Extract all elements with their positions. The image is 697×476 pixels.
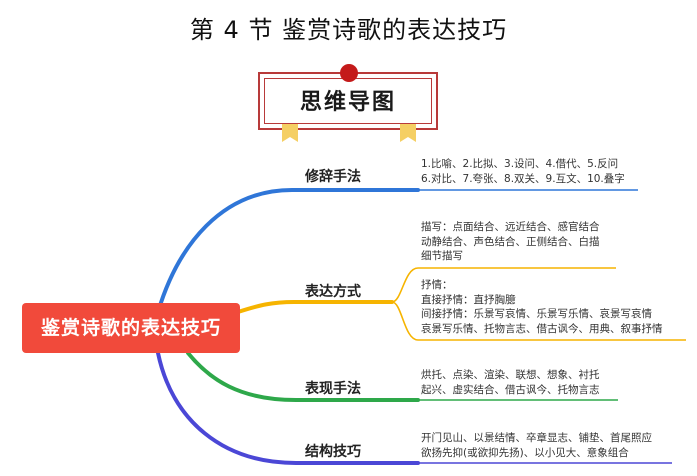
branch-expression-lyric: 抒情： 直接抒情：直抒胸臆 间接抒情：乐景写哀情、乐景写乐情、哀景写哀情 哀景写…: [421, 278, 663, 336]
detail-line: 哀景写乐情、托物言志、借古讽今、用典、叙事抒情: [421, 322, 663, 335]
branch-technique-details: 烘托、点染、渲染、联想、想象、衬托 起兴、虚实结合、借古讽今、托物言志: [421, 368, 600, 397]
central-topic: 鉴赏诗歌的表达技巧: [22, 303, 240, 353]
detail-line: 抒情：: [421, 279, 453, 291]
connector-sub-2a: [391, 267, 616, 303]
branch-structure-label: 结构技巧: [305, 444, 361, 460]
detail-line: 开门见山、以景结情、卒章显志、铺垫、首尾照应: [421, 432, 652, 444]
branch-rhetoric-label: 修辞手法: [305, 169, 361, 185]
branch-rhetoric-details: 1.比喻、2.比拟、3.设问、4.借代、5.反问 6.对比、7.夸张、8.双关、…: [421, 157, 625, 186]
detail-line: 1.比喻、2.比拟、3.设问、4.借代、5.反问: [421, 158, 619, 170]
branch-expression-label: 表达方式: [305, 284, 361, 300]
connector-sub-2b: [391, 301, 686, 341]
branch-expression-description: 描写：点面结合、远近结合、感官结合 动静结合、声色结合、正侧结合、白描 细节描写: [421, 220, 600, 264]
badge-title: 思维导图: [299, 90, 396, 115]
pin-icon: [340, 64, 358, 82]
detail-line: 直接抒情：直抒胸臆: [421, 293, 516, 306]
detail-line: 欲扬先抑(或欲抑先扬)、以小见大、意象组合: [421, 446, 629, 459]
connector-branch-2: [236, 300, 394, 314]
ribbon-left-icon: [282, 124, 298, 142]
branch-technique-label: 表现手法: [305, 381, 361, 397]
connector-branch-4: [156, 351, 420, 465]
detail-line: 间接抒情：乐景写哀情、乐景写乐情、哀景写哀情: [421, 308, 652, 320]
detail-line: 烘托、点染、渲染、联想、想象、衬托: [421, 369, 600, 381]
detail-line: 动静结合、声色结合、正侧结合、白描: [421, 235, 600, 248]
connector-branch-1: [156, 188, 420, 314]
detail-line: 起兴、虚实结合、借古讽今、托物言志: [421, 383, 600, 396]
detail-line: 细节描写: [421, 250, 463, 262]
connector-branch-3: [186, 351, 420, 402]
ribbon-right-icon: [400, 124, 416, 142]
branch-structure-details: 开门见山、以景结情、卒章显志、铺垫、首尾照应 欲扬先抑(或欲抑先扬)、以小见大、…: [421, 431, 652, 460]
page-title: 第 4 节 鉴赏诗歌的表达技巧: [189, 16, 508, 44]
detail-line: 描写：点面结合、远近结合、感官结合: [421, 221, 600, 233]
detail-line: 6.对比、7.夸张、8.双关、9.互文、10.叠字: [421, 172, 625, 185]
